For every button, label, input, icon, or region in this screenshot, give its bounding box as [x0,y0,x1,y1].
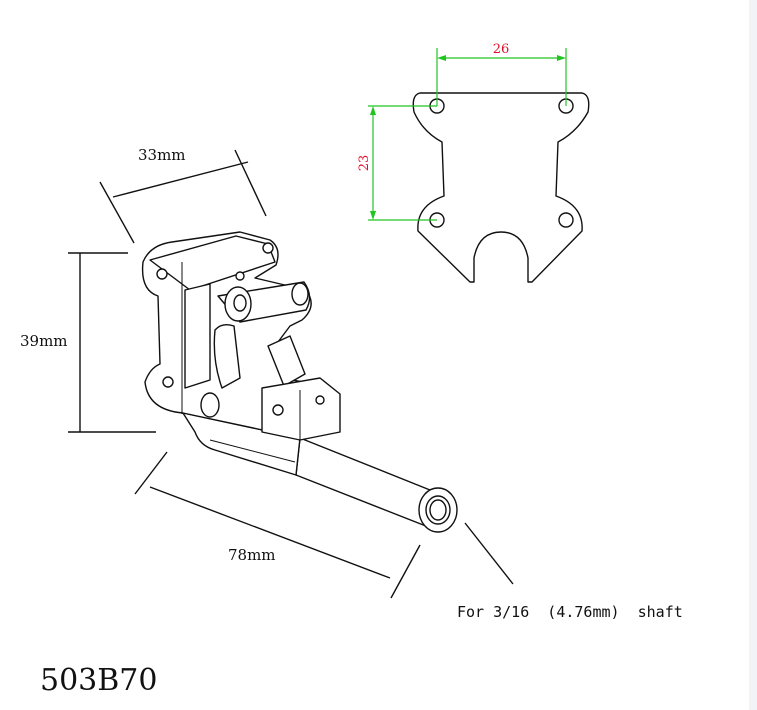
label-78mm: 78mm [228,546,276,564]
frame-window [184,283,211,389]
pivot-pin-right [291,282,309,306]
front-block [261,377,341,441]
servo-bracket-part [141,231,458,533]
shaft-bore [429,499,447,521]
dim-label-26: 26 [493,42,510,57]
dimension-lines [68,149,514,599]
dim-label-23: 23 [357,155,372,172]
lower-hole [200,392,220,418]
flange-hole-1 [156,268,168,280]
flange-hole-3 [162,376,174,388]
lower-cutout [213,323,241,389]
dim-line-78mm [149,486,391,579]
dim-line-33mm [112,161,249,198]
labels: 33mm 39mm 78mm For 3/16 (4.76mm) shaft 5… [20,146,683,698]
pushrod [267,335,306,387]
shaft-leader-line [464,522,514,585]
block-hole-1 [272,404,284,416]
top-flange [149,235,276,291]
label-39mm: 39mm [20,332,68,350]
bracket-base [182,412,301,476]
mounting-plate: 26 23 [357,42,590,283]
label-33mm: 33mm [138,146,186,164]
plate-hole-bottom-right [558,212,574,228]
shaft-tube [295,437,437,531]
shaft-note: For 3/16 (4.76mm) shaft [457,603,683,621]
scrollbar-track[interactable] [749,0,757,710]
model-number: 503B70 [40,663,157,698]
plate-outline [412,92,590,283]
flange-hole-2 [262,242,274,254]
block-hole-2 [315,395,325,405]
flange-hole-4 [235,271,245,281]
